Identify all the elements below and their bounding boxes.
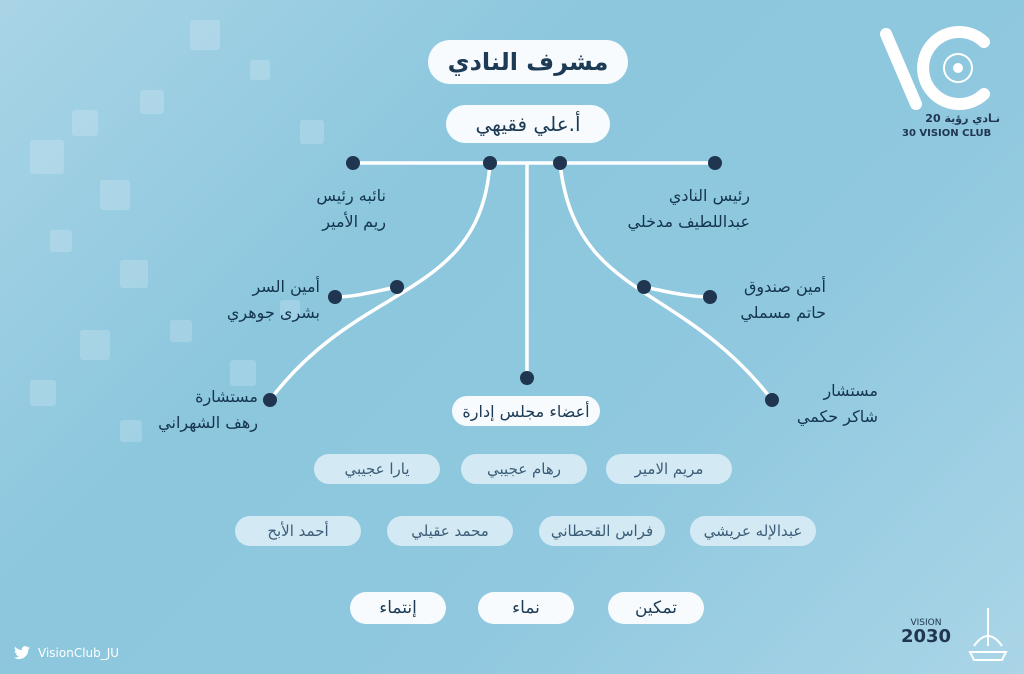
vc-logo-mark <box>880 26 990 110</box>
vice-label: نائبه رئيس ريم الأمير <box>300 183 386 235</box>
treasurer-name: حاتم مسملي <box>740 303 826 322</box>
logo-text: نـادي رؤية 20 <box>925 112 1000 125</box>
vice-name: ريم الأمير <box>322 212 386 231</box>
supervisor-title: مشرف النادي <box>428 40 628 84</box>
advisor-f-title: مستشارة <box>195 387 258 406</box>
vision-year: 2030 <box>900 626 952 647</box>
vision-club-logo: نـادي رؤية 20 30 VISION CLUB <box>876 24 1000 148</box>
president-title: رئيس النادي <box>668 186 750 205</box>
footer: VisionClub_JU <box>14 646 119 660</box>
node-treasurer <box>703 290 717 304</box>
value-tamkeen: تمكين <box>608 592 704 624</box>
value-intimaa: إنتماء <box>350 592 446 624</box>
vice-title: نائبه رئيس <box>316 186 386 205</box>
value-namaa: نماء <box>478 592 574 624</box>
node-treasurer-junction <box>637 280 651 294</box>
node-left-junction <box>483 156 497 170</box>
board-member: أحمد الأبح <box>235 516 361 546</box>
advisor-m-title: مستشار <box>823 381 878 400</box>
advisor-f-label: مستشارة رهف الشهراني <box>148 384 258 436</box>
treasurer-branch <box>642 285 712 299</box>
board-member: مريم الامير <box>606 454 732 484</box>
node-advisor-f <box>263 393 277 407</box>
treasurer-label: أمين صندوق حاتم مسملي <box>722 274 826 326</box>
secretary-title: أمين السر <box>252 277 320 296</box>
secretary-branch <box>333 285 399 299</box>
advisor-m-label: مستشار شاكر حكمي <box>786 378 878 430</box>
board-member: يارا عجيبي <box>314 454 440 484</box>
node-right-junction <box>553 156 567 170</box>
node-president <box>708 156 722 170</box>
president-label: رئيس النادي عبداللطيف مدخلي <box>627 183 750 235</box>
treasurer-title: أمين صندوق <box>743 277 826 296</box>
node-board <box>520 371 534 385</box>
board-title: أعضاء مجلس إدارة <box>452 396 600 426</box>
twitter-icon <box>14 646 30 660</box>
supervisor-name: أ.علي فقيهي <box>446 105 610 143</box>
vision-2030-logo: VISION 2030 <box>896 618 956 662</box>
secretary-label: أمين السر بشرى جوهري <box>218 274 320 326</box>
node-advisor-m <box>765 393 779 407</box>
logo-subtext: 30 VISION CLUB <box>902 128 992 139</box>
secretary-name: بشرى جوهري <box>226 303 320 322</box>
board-member: عبدالإله عريشي <box>690 516 816 546</box>
vision-label: VISION <box>910 618 942 628</box>
board-member: رهام عجيبي <box>461 454 587 484</box>
node-vice <box>346 156 360 170</box>
left-curve <box>268 161 492 402</box>
advisor-f-name: رهف الشهراني <box>158 413 258 432</box>
university-emblem <box>966 606 1010 664</box>
president-name: عبداللطيف مدخلي <box>627 212 750 231</box>
node-secretary-junction <box>390 280 404 294</box>
board-member: محمد عقيلي <box>387 516 513 546</box>
footer-handle: VisionClub_JU <box>38 646 120 660</box>
advisor-m-name: شاكر حكمي <box>796 407 878 426</box>
node-secretary <box>328 290 342 304</box>
board-member: فراس القحطاني <box>539 516 665 546</box>
